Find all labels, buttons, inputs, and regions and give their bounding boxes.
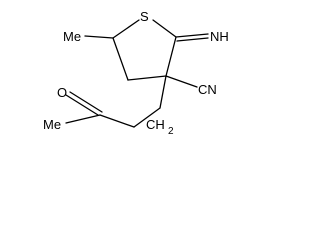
atom-methyl-top: Me bbox=[63, 29, 81, 44]
bond-ch2b-carbonyl bbox=[99, 114, 135, 128]
bond-c5-sulfur bbox=[112, 19, 140, 39]
bond-c4-c3 bbox=[127, 75, 167, 81]
bond-carbonyl-oxygen-a bbox=[65, 94, 99, 116]
atom-ch2: CH 2 bbox=[146, 117, 174, 137]
bond-carbonyl-methyl bbox=[65, 114, 101, 124]
atom-imine: NH bbox=[210, 29, 229, 44]
molecule-structure-diagram: S NH Me CN O Me CH 2 bbox=[43, 9, 229, 137]
atom-nitrile: CN bbox=[198, 82, 217, 97]
bond-c3-c2 bbox=[165, 36, 177, 77]
atom-oxygen: O bbox=[57, 85, 67, 100]
bond-c2-imine-a bbox=[175, 33, 209, 38]
bond-carbonyl-oxygen-b bbox=[69, 91, 103, 113]
bond-c5-c4 bbox=[112, 37, 129, 81]
bond-c3-ch2a bbox=[159, 75, 167, 109]
bond-lines bbox=[65, 19, 209, 128]
bond-c2-imine-b bbox=[176, 37, 209, 42]
bond-ch2a-ch2b bbox=[133, 107, 161, 128]
bond-sulfur-c2 bbox=[152, 19, 177, 38]
bond-c3-nitrile bbox=[165, 75, 198, 88]
atom-sulfur: S bbox=[140, 9, 149, 24]
atom-ch2-main: CH bbox=[146, 117, 165, 132]
bond-methyl-c5 bbox=[84, 35, 114, 39]
atom-methyl-left: Me bbox=[43, 117, 61, 132]
atom-ch2-subscript: 2 bbox=[168, 126, 174, 137]
